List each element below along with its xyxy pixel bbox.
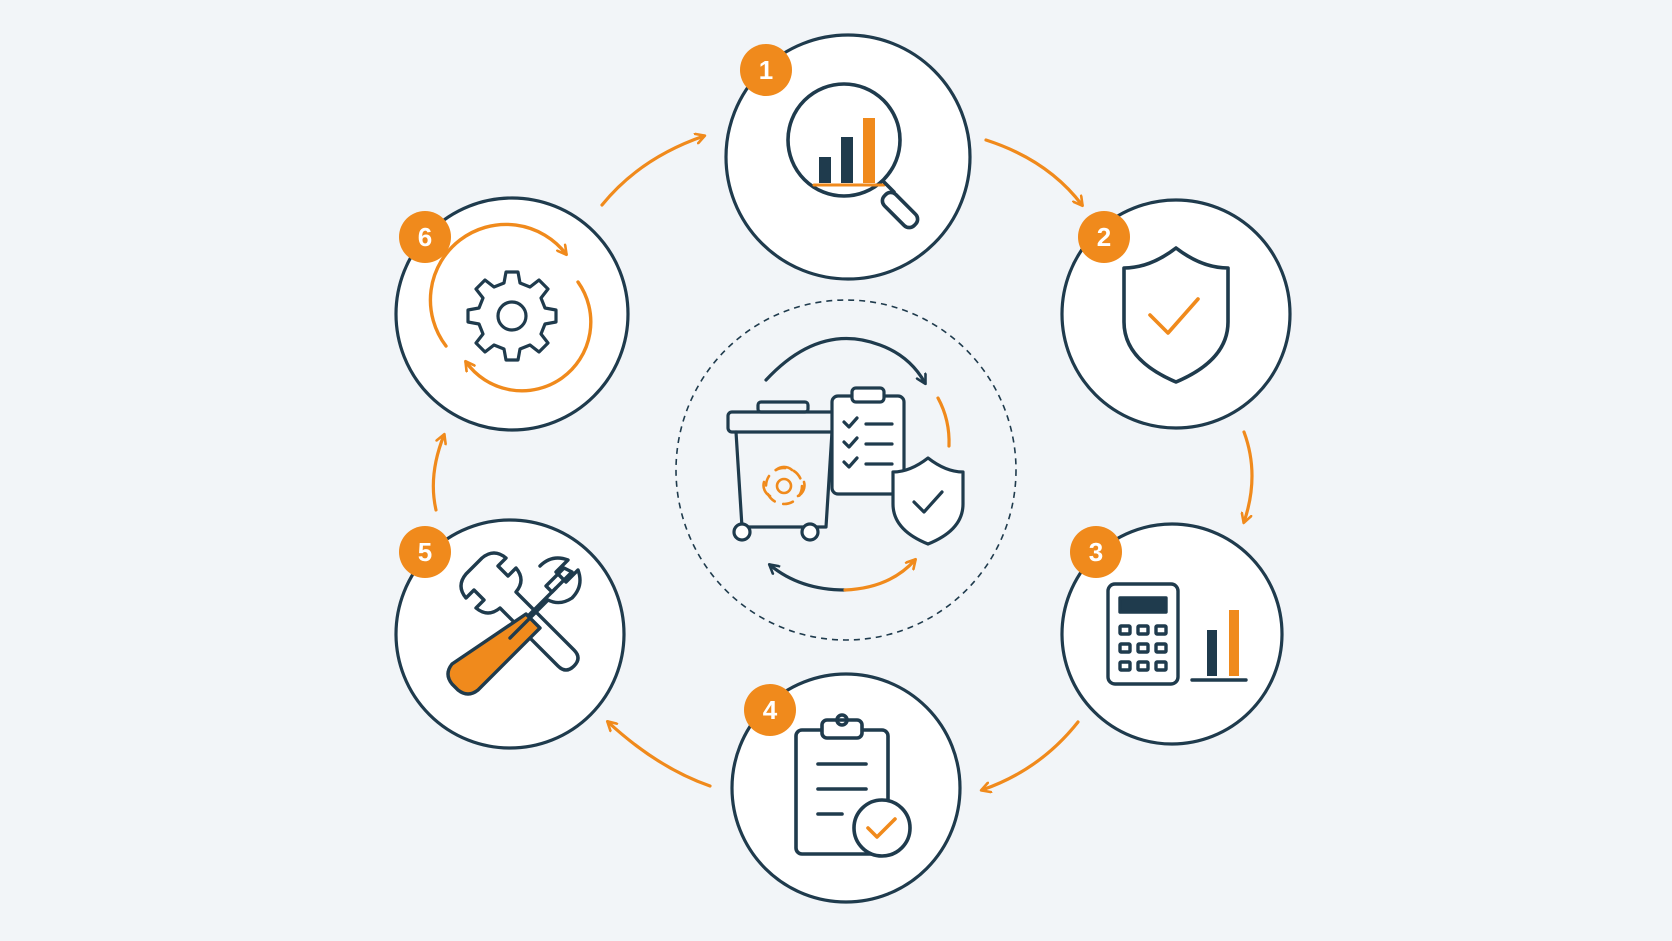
biohazard-symbol-icon bbox=[762, 465, 806, 506]
cycle-arrow-right-accent bbox=[936, 396, 951, 448]
arrow-step3-to-step4 bbox=[982, 720, 1080, 790]
shield-check-icon bbox=[1122, 246, 1230, 384]
arrow-step6-to-step1 bbox=[600, 136, 704, 207]
step-badge-4: 4 bbox=[744, 684, 796, 736]
step-number-4: 4 bbox=[763, 695, 778, 725]
step-badge-3: 3 bbox=[1070, 526, 1122, 578]
step-badges: 1 2 3 4 5 6 bbox=[399, 44, 1130, 736]
arrow-step2-to-step3 bbox=[1244, 430, 1254, 522]
step-1 bbox=[724, 33, 972, 281]
step-number-1: 1 bbox=[759, 55, 773, 85]
cycle-arrow-top-icon bbox=[764, 336, 925, 383]
clipboard-checklist-icon bbox=[830, 386, 906, 496]
shield-check-icon bbox=[891, 456, 965, 546]
magnifier-bar-chart-icon bbox=[786, 82, 920, 230]
step-badge-5: 5 bbox=[399, 526, 451, 578]
step-number-5: 5 bbox=[418, 537, 432, 567]
arrow-step1-to-step2 bbox=[984, 138, 1082, 205]
arrow-step4-to-step5 bbox=[608, 722, 712, 788]
step-badge-6: 6 bbox=[399, 211, 451, 263]
cycle-arrow-bottom-dark bbox=[770, 565, 847, 592]
step-badge-2: 2 bbox=[1078, 211, 1130, 263]
wrench-screwdriver-icon bbox=[446, 551, 582, 696]
step-4 bbox=[730, 672, 962, 904]
step-circle bbox=[1060, 522, 1284, 746]
cycle-arrow-bottom-accent bbox=[843, 560, 915, 592]
gear-icon bbox=[466, 270, 558, 362]
cycle-arrows bbox=[431, 136, 1254, 790]
step-badge-1: 1 bbox=[740, 44, 792, 96]
center-hub bbox=[675, 299, 1017, 641]
arrow-step5-to-step6 bbox=[431, 435, 444, 512]
step-number-2: 2 bbox=[1097, 222, 1111, 252]
clipboard-check-icon bbox=[794, 713, 912, 858]
calculator-bar-chart-icon bbox=[1106, 582, 1248, 686]
step-5 bbox=[394, 518, 626, 750]
biohazard-bin-icon bbox=[726, 400, 840, 542]
step-number-3: 3 bbox=[1089, 537, 1103, 567]
center-dashed-ring bbox=[675, 299, 1017, 641]
step-number-6: 6 bbox=[418, 222, 432, 252]
step-6 bbox=[394, 196, 630, 432]
gear-cycle-icon bbox=[428, 222, 593, 393]
step-3 bbox=[1060, 522, 1284, 746]
